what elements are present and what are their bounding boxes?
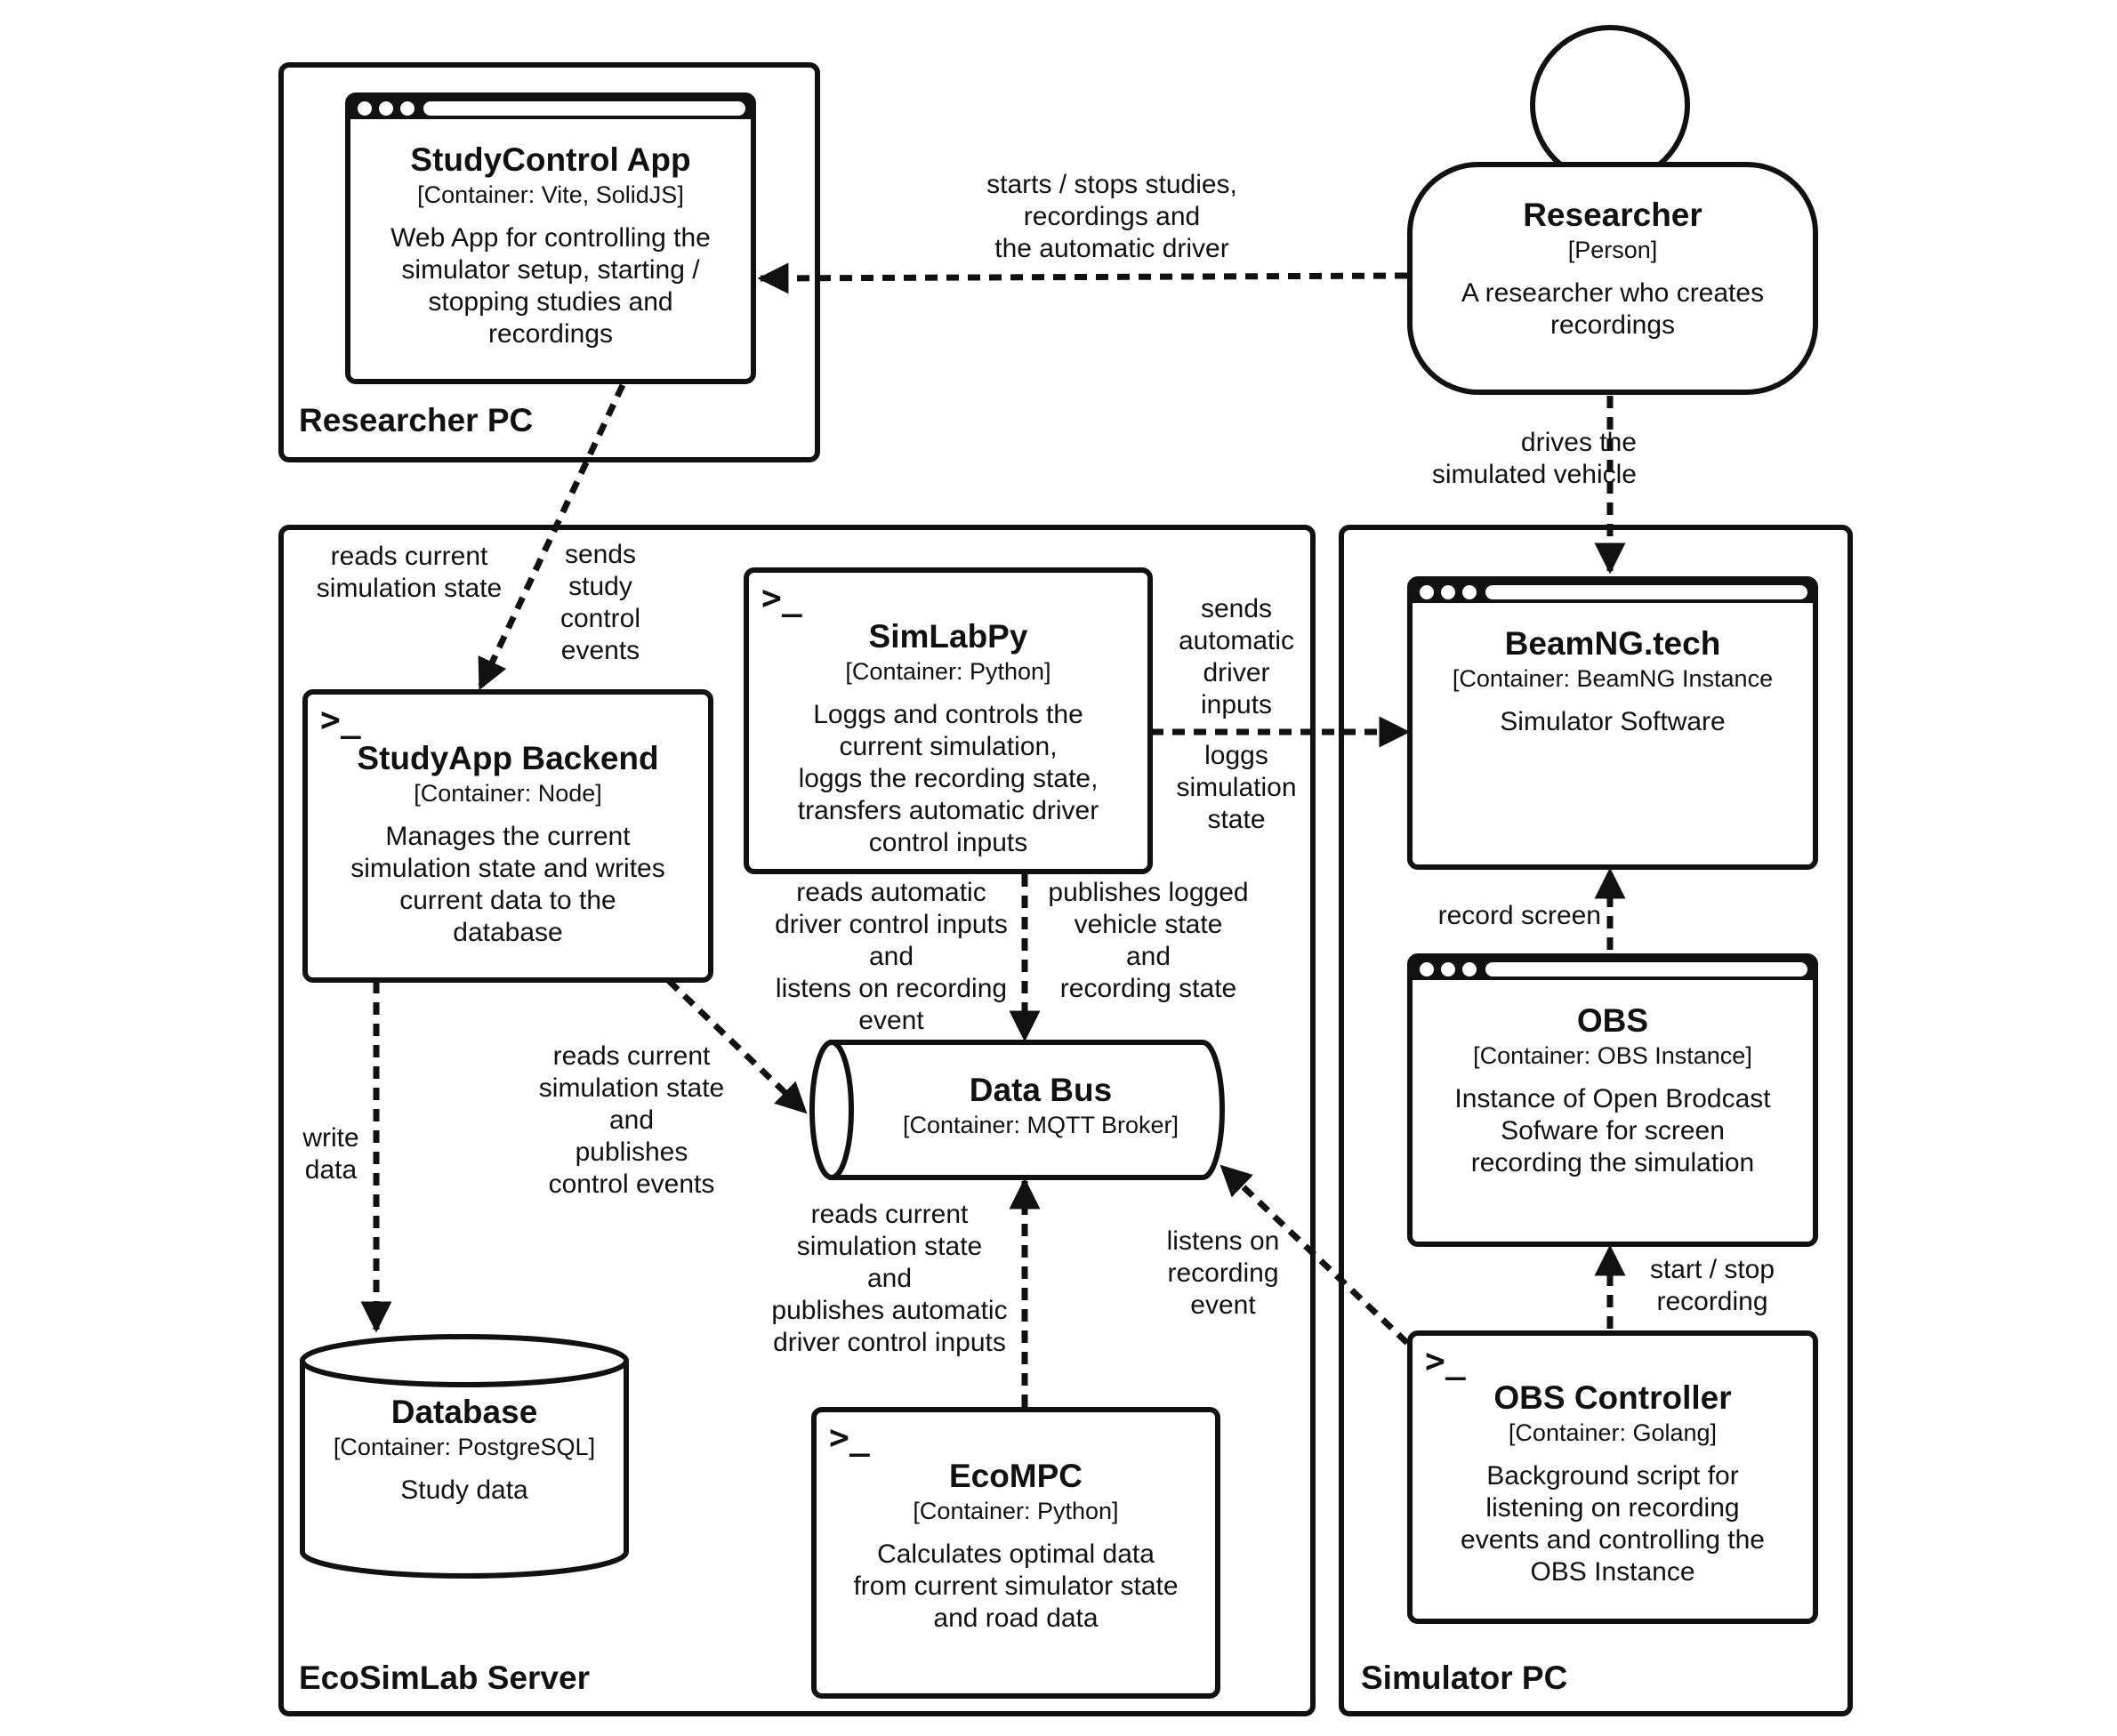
- node-title: Data Bus: [969, 1072, 1113, 1108]
- node-desc: Web App for controlling the simulator se…: [390, 223, 711, 349]
- boundary-ecosimlab-server: [278, 525, 1316, 1716]
- node-title: BeamNG.tech: [1504, 625, 1721, 662]
- databus-shape: [809, 1040, 1225, 1180]
- node-title: StudyApp Backend: [357, 740, 659, 776]
- node-desc: Calculates optimal data from current sim…: [853, 1539, 1179, 1633]
- browser-window-icon: [1413, 582, 1813, 603]
- node-tech: [Container: Python]: [913, 1498, 1119, 1524]
- browser-window-icon: [350, 98, 751, 119]
- node-desc: Instance of Open Brodcast Sofware for sc…: [1454, 1084, 1771, 1177]
- edge-label-simlabpy-sends: sends automatic driver inputs: [1178, 594, 1295, 719]
- terminal-icon: >_: [320, 700, 361, 739]
- edge-studycontrol-studyapp: [477, 383, 626, 691]
- boundary-label-simulator-pc: Simulator PC: [1361, 1660, 1568, 1696]
- node-studycontrol: StudyControl App [Container: Vite, Solid…: [345, 92, 756, 384]
- node-title: EcoMPC: [948, 1458, 1083, 1494]
- node-database: Database [Container: PostgreSQL] Study d…: [302, 1393, 626, 1507]
- node-desc: Simulator Software: [1500, 707, 1726, 736]
- edge-label-studycontrol-sends: sends study control events: [559, 540, 641, 665]
- node-title: Researcher: [1523, 197, 1702, 233]
- node-tech: [Container: MQTT Broker]: [902, 1112, 1179, 1138]
- node-researcher: Researcher [Person] A researcher who cre…: [1407, 162, 1818, 395]
- edge-researcher-studycontrol: [757, 262, 1408, 294]
- node-databus: Data Bus [Container: MQTT Broker]: [854, 1071, 1228, 1140]
- edge-label-simlabpy-reads: reads automatic driver control inputs an…: [775, 878, 1008, 1035]
- node-ecompc: >_ EcoMPC [Container: Python] Calculates…: [811, 1407, 1220, 1699]
- node-title: OBS Controller: [1493, 1379, 1732, 1416]
- node-title: StudyControl App: [410, 141, 691, 178]
- edge-label-studyapp-bus: reads current simulation state and publi…: [538, 1041, 725, 1199]
- edge-label-simlabpy-loggs: loggs simulation state: [1176, 741, 1297, 834]
- database-shape: [300, 1334, 629, 1579]
- node-tech: [Container: Node]: [414, 780, 602, 807]
- node-tech: [Container: PostgreSQL]: [333, 1434, 596, 1460]
- person-head-icon: [1530, 25, 1690, 185]
- boundary-researcher-pc: [278, 62, 820, 462]
- node-studyapp-backend: >_ StudyApp Backend [Container: Node] Ma…: [302, 689, 713, 983]
- node-title: OBS: [1576, 1002, 1649, 1039]
- terminal-icon: >_: [1425, 1341, 1466, 1380]
- edge-label-obscontroller-bus: listens on recording event: [1166, 1226, 1280, 1320]
- edge-label-researcher-beamng: drives the simulated vehicle: [1431, 428, 1637, 489]
- node-obs-controller: >_ OBS Controller [Container: Golang] Ba…: [1407, 1330, 1818, 1624]
- node-title: SimLabPy: [868, 618, 1028, 655]
- node-tech: [Container: OBS Instance]: [1473, 1042, 1752, 1069]
- browser-window-icon: [1413, 959, 1813, 980]
- node-desc: A researcher who creates recordings: [1461, 278, 1765, 340]
- node-desc: Manages the current simulation state and…: [350, 822, 665, 947]
- boundary-label-researcher-pc: Researcher PC: [299, 402, 534, 438]
- edge-label-obs-record: record screen: [1437, 901, 1601, 930]
- boundary-label-ecosimlab-server: EcoSimLab Server: [299, 1660, 590, 1696]
- node-tech: [Person]: [1567, 237, 1658, 263]
- edge-label-simlabpy-publishes: publishes logged vehicle state and recor…: [1048, 878, 1249, 1003]
- edge-studyapp-databus: [666, 978, 808, 1114]
- node-tech: [Container: Vite, SolidJS]: [417, 181, 684, 208]
- edge-label-ecompc-bus: reads current simulation state and publi…: [771, 1200, 1008, 1357]
- edge-label-obscontroller-obs: start / stop recording: [1649, 1255, 1775, 1316]
- edge-label-studycontrol-reads: reads current simulation state: [316, 542, 503, 603]
- edge-label-studyapp-write: write data: [302, 1123, 359, 1185]
- edge-label-researcher-studycontrol: starts / stops studies, recordings and t…: [986, 170, 1237, 263]
- node-tech: [Container: Golang]: [1508, 1419, 1718, 1446]
- terminal-icon: >_: [829, 1418, 870, 1457]
- node-tech: [Container: Python]: [845, 658, 1051, 685]
- node-obs: OBS [Container: OBS Instance] Instance o…: [1407, 953, 1818, 1247]
- node-desc: Study data: [400, 1475, 528, 1505]
- node-simlabpy: >_ SimLabPy [Container: Python] Loggs an…: [744, 567, 1153, 874]
- terminal-icon: >_: [761, 578, 802, 617]
- node-beamng: BeamNG.tech [Container: BeamNG Instance …: [1407, 576, 1818, 870]
- node-tech: [Container: BeamNG Instance: [1452, 665, 1774, 692]
- node-desc: Background script for listening on recor…: [1461, 1461, 1765, 1587]
- node-desc: Loggs and controls the current simulatio…: [797, 700, 1099, 857]
- node-title: Database: [390, 1394, 538, 1430]
- boundary-simulator-pc: [1339, 525, 1853, 1716]
